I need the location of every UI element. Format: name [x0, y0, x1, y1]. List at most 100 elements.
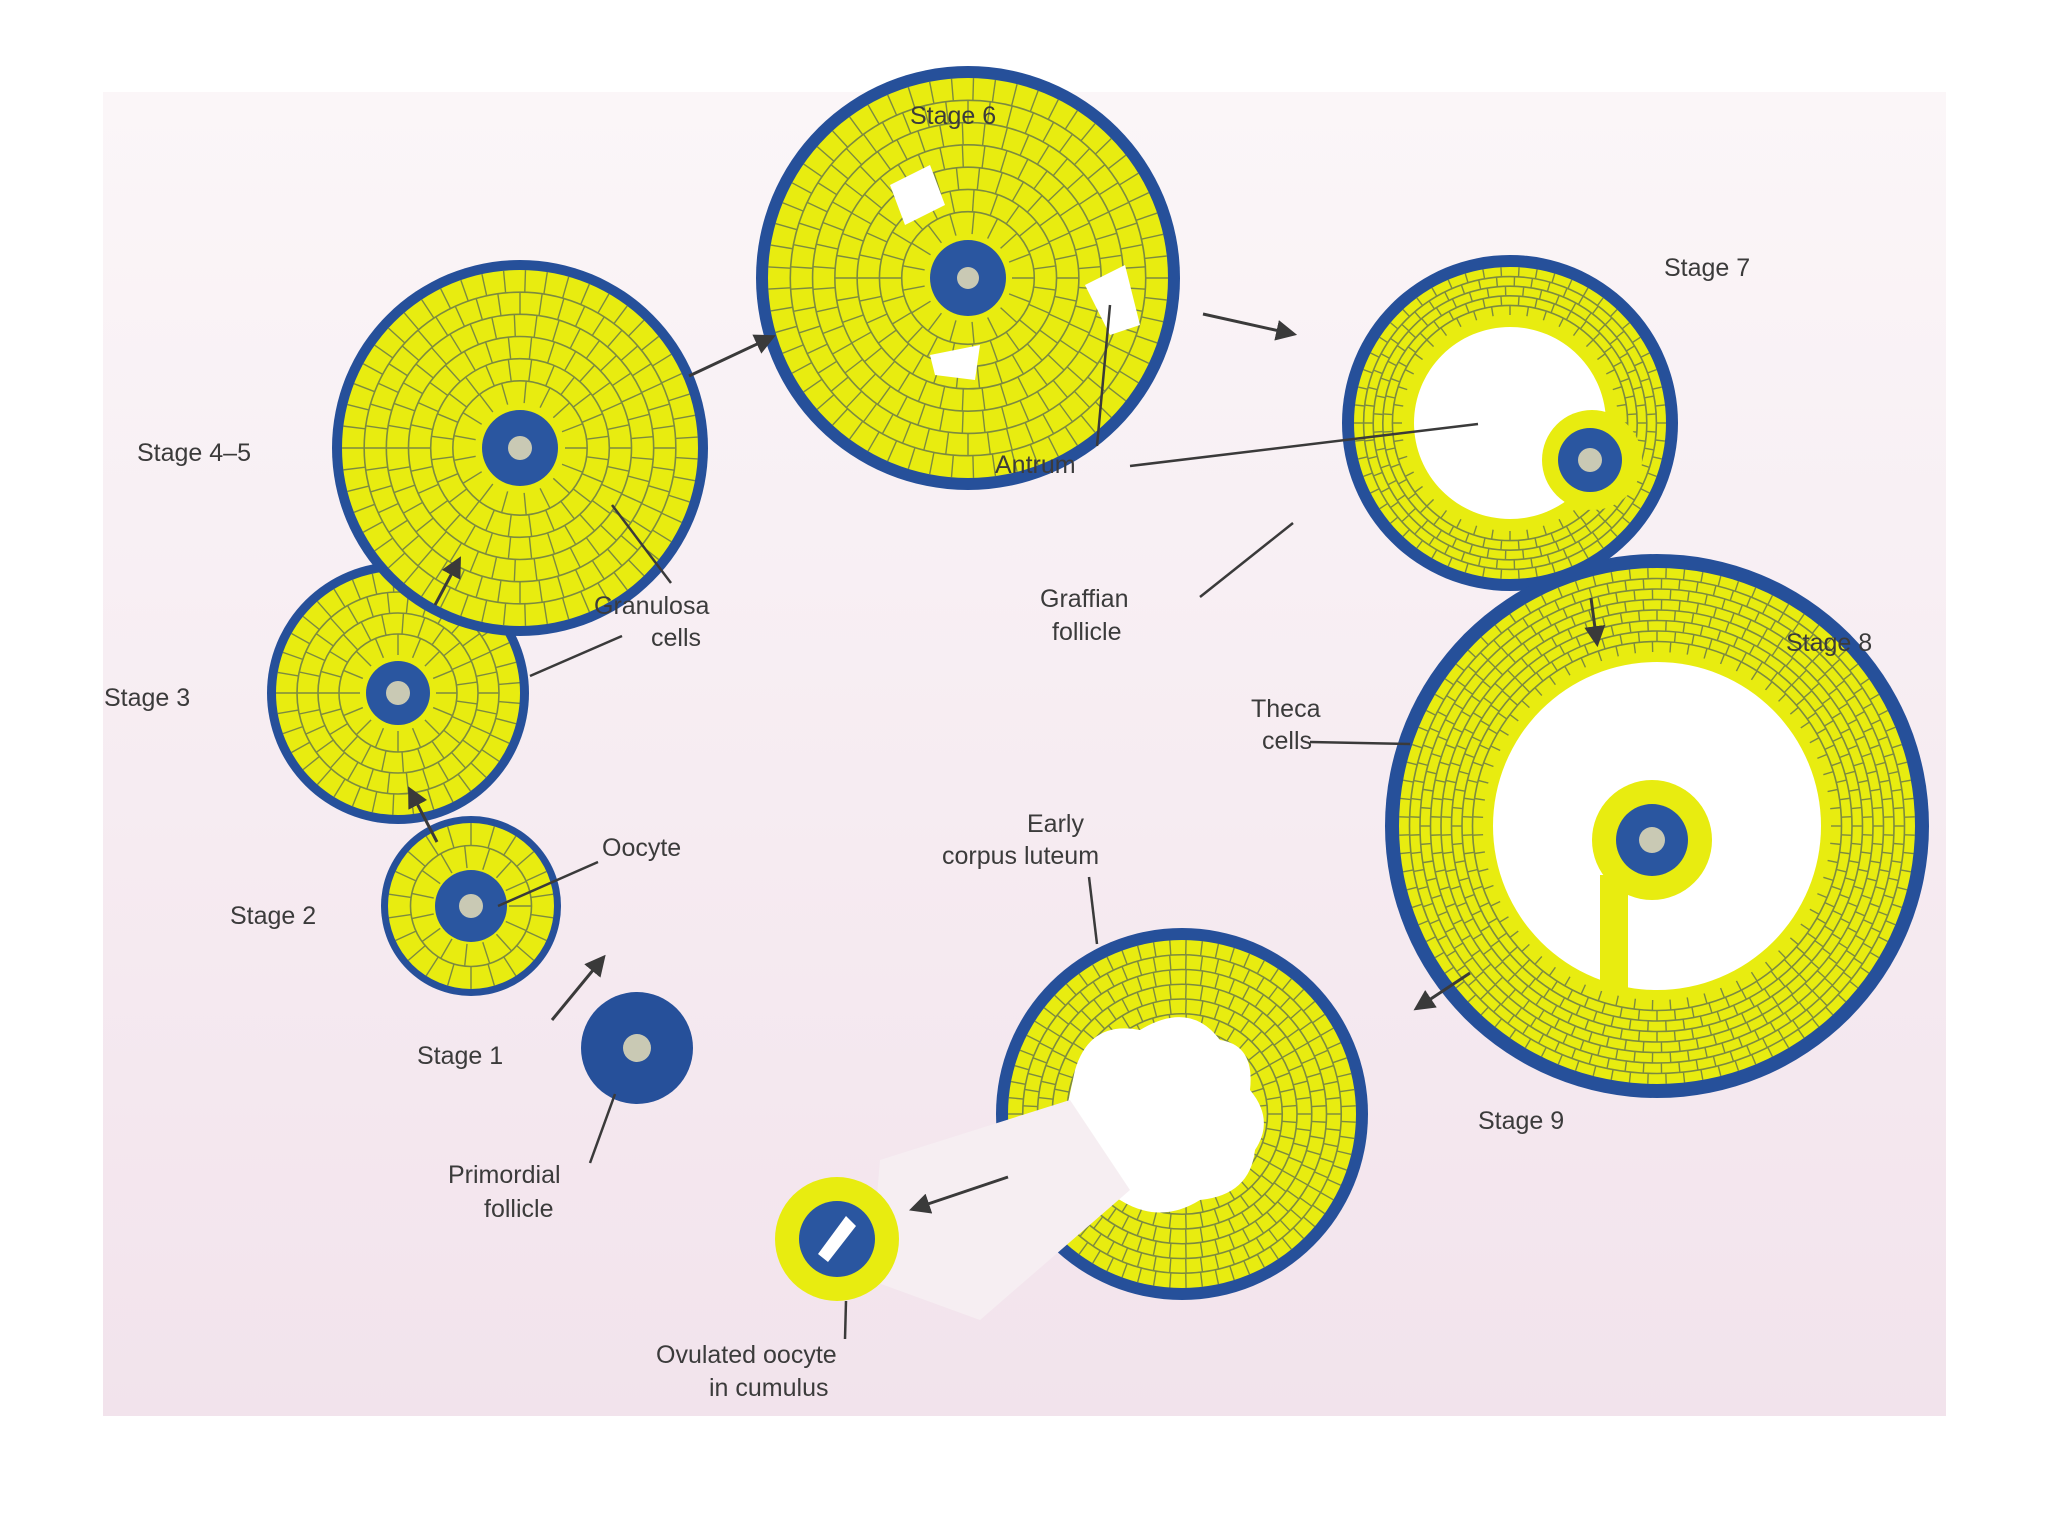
granulosa-cell-wall: [1024, 112, 1035, 134]
granulosa-cell-wall: [498, 681, 520, 686]
granulosa-cell-wall: [891, 311, 912, 325]
granulosa-cell-wall: [552, 402, 571, 419]
granulosa-cell-wall: [1777, 1029, 1784, 1040]
granulosa-cell-wall: [1383, 430, 1393, 433]
oocyte-nucleus: [1578, 448, 1602, 472]
granulosa-cell-wall: [1464, 532, 1470, 543]
granulosa-cell-wall: [543, 601, 548, 625]
granulosa-cell-wall: [457, 773, 472, 792]
granulosa-cell-wall: [395, 930, 417, 942]
granulosa-cell-wall: [1033, 170, 1048, 190]
granulosa-cell-wall: [1500, 996, 1509, 1006]
granulosa-cell-wall: [927, 312, 943, 332]
granulosa-cell-wall: [591, 381, 611, 397]
granulosa-cell-wall: [1482, 696, 1493, 705]
granulosa-cell-wall: [881, 121, 894, 143]
granulosa-cell-wall: [1550, 661, 1558, 672]
granulosa-cell-wall: [1582, 549, 1589, 559]
granulosa-cell-wall: [1472, 833, 1484, 836]
granulosa-cell-wall: [1268, 1229, 1279, 1242]
granulosa-cell-wall: [1039, 329, 1059, 344]
granulosa-cell-wall: [1621, 322, 1630, 330]
granulosa-cell-wall: [407, 945, 426, 961]
granulosa-cell-wall: [370, 484, 392, 493]
granulosa-cell-wall: [1562, 548, 1568, 559]
granulosa-cell-wall: [1606, 1057, 1610, 1069]
granulosa-cell-wall: [1435, 529, 1443, 539]
granulosa-cell-wall: [1619, 634, 1623, 645]
granulosa-cell-wall: [1426, 498, 1435, 507]
granulosa-cell-wall: [1446, 950, 1456, 957]
stage-7-follicle: [1342, 255, 1678, 591]
granulosa-cell-wall: [374, 727, 385, 748]
granulosa-cell-wall: [1373, 430, 1384, 433]
granulosa-cell-wall: [790, 266, 813, 269]
granulosa-cell-wall: [1838, 702, 1848, 710]
granulosa-cell-wall: [1106, 1224, 1116, 1239]
granulosa-cell-wall: [1567, 628, 1573, 640]
granulosa-cell-wall: [1669, 1052, 1672, 1063]
granulosa-cell-wall: [1870, 788, 1881, 792]
granulosa-cell-wall: [1136, 1237, 1143, 1252]
granulosa-cell-wall: [893, 343, 910, 361]
granulosa-cell-wall: [1900, 869, 1912, 873]
granulosa-cell-wall: [1521, 959, 1531, 968]
granulosa-cell-wall: [1095, 232, 1118, 241]
granulosa-cell-wall: [1072, 1042, 1087, 1052]
granulosa-cell-wall: [1078, 973, 1089, 987]
granulosa-cell-wall: [463, 351, 476, 371]
granulosa-cell-wall: [1553, 623, 1560, 634]
granulosa-cell-wall: [1500, 267, 1503, 277]
granulosa-cell-wall: [476, 671, 497, 678]
granulosa-cell-wall: [933, 172, 942, 194]
granulosa-cell-wall: [503, 956, 517, 977]
granulosa-cell-wall: [1256, 1254, 1265, 1268]
granulosa-cell-wall: [586, 456, 609, 461]
granulosa-cell-wall: [1471, 949, 1481, 957]
granulosa-cell-wall: [1128, 192, 1150, 203]
antrum-leader: [1129, 422, 1479, 468]
granulosa-cell-wall: [1678, 1040, 1681, 1052]
granulosa-cell-wall: [362, 363, 384, 375]
granulosa-cell-wall: [440, 853, 453, 874]
granulosa-cell-wall: [1551, 273, 1556, 283]
granulosa-cell-wall: [1777, 693, 1787, 702]
granulosa-cell-wall: [1619, 612, 1623, 624]
granulosa-cell-wall: [1526, 306, 1530, 317]
granulosa-cell-wall: [1474, 851, 1486, 855]
granulosa-cell-wall: [1325, 1128, 1341, 1132]
granulosa-cell-wall: [641, 502, 663, 514]
granulosa-cell-wall: [994, 362, 1003, 384]
granulosa-cell-wall: [1543, 988, 1551, 998]
granulosa-cell-wall: [1577, 295, 1584, 305]
granulosa-cell-wall: [1136, 945, 1143, 961]
granulosa-cell-wall: [497, 293, 502, 316]
granulosa-cell-wall: [1152, 1225, 1158, 1241]
granulosa-cell-wall: [1619, 1007, 1623, 1018]
granulosa-cell-wall: [981, 145, 986, 169]
granulosa-cell-wall: [1413, 779, 1425, 784]
granulosa-cell-wall: [1845, 949, 1856, 957]
granulosa-cell-wall: [632, 519, 652, 533]
granulosa-cell-wall: [1311, 1105, 1327, 1108]
granulosa-cell-wall: [1795, 697, 1805, 706]
granulosa-cell-wall: [1579, 601, 1585, 612]
granulosa-cell-wall: [1682, 1072, 1686, 1083]
granulosa-cell-wall: [1624, 601, 1627, 613]
granulosa-cell-wall: [1859, 678, 1870, 686]
granulosa-cell-wall: [1509, 1028, 1517, 1039]
granulosa-cell-wall: [1464, 273, 1469, 283]
granulosa-cell-wall: [1797, 1028, 1805, 1039]
granulosa-cell-wall: [1831, 885, 1842, 891]
granulosa-cell-wall: [469, 551, 480, 573]
granulosa-cell-wall: [879, 177, 896, 196]
granulosa-cell-wall: [556, 576, 565, 598]
granulosa-cell-wall: [1831, 985, 1841, 994]
granulosa-cell-wall: [1152, 1256, 1157, 1271]
granulosa-cell-wall: [1320, 1191, 1334, 1201]
granulosa-cell-wall: [1487, 659, 1496, 668]
granulosa-cell-wall: [1119, 370, 1139, 384]
granulosa-cell-wall: [1390, 337, 1399, 345]
granulosa-cell-wall: [793, 244, 816, 250]
granulosa-cell-wall: [1562, 1033, 1568, 1044]
